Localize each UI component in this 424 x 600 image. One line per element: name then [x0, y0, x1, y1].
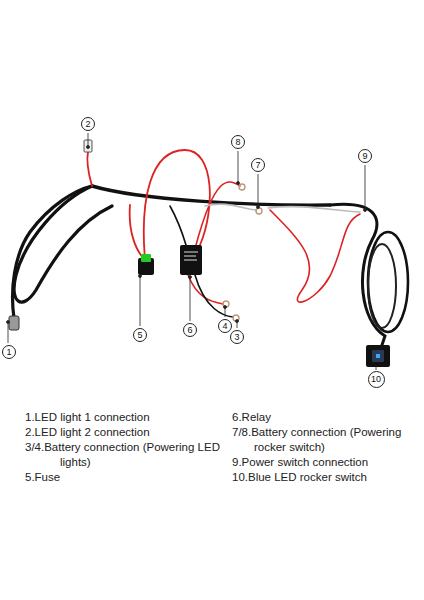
leader-line — [88, 133, 89, 147]
callout-text: 8 — [235, 138, 240, 147]
callout-number: 7 — [251, 158, 265, 172]
leader-line — [258, 174, 259, 207]
callout-text: 1 — [6, 348, 11, 357]
rocker-switch-face — [372, 350, 384, 362]
red-wire — [144, 150, 210, 260]
ring-terminal — [256, 208, 262, 214]
leader-line — [190, 277, 191, 321]
black-wire — [170, 206, 186, 245]
callout-number: 9 — [358, 149, 372, 163]
callout-text: 6 — [187, 326, 192, 335]
legend-item-text: 6.Relay — [232, 410, 412, 425]
harness-cable — [14, 186, 112, 302]
leader-line — [140, 276, 141, 326]
cable-coil — [368, 232, 408, 332]
red-wire — [196, 182, 240, 245]
leader-dot — [189, 276, 192, 279]
leader-dot — [237, 182, 240, 185]
relay-marking — [184, 252, 198, 253]
callout-text: 2 — [85, 120, 90, 129]
leader-dot — [139, 275, 142, 278]
leader-dot — [257, 206, 260, 209]
legend-item-text: 2.LED light 2 connection — [25, 425, 215, 440]
red-wire — [87, 152, 92, 186]
leader-dot — [364, 209, 367, 212]
fuse — [141, 254, 151, 262]
black-wire — [195, 275, 233, 317]
led-connector — [9, 316, 19, 330]
ring-terminal — [239, 184, 245, 190]
white-wire — [205, 204, 256, 210]
leader-line — [376, 366, 377, 370]
leader-dot — [87, 146, 90, 149]
callout-text: 9 — [362, 152, 367, 161]
cable-coil — [368, 244, 396, 328]
relay-marking — [184, 256, 196, 257]
legend-item-text: 10.Blue LED rocker switch — [232, 470, 412, 485]
legend-item-text: 5.Fuse — [25, 470, 215, 485]
callout-text: 10 — [371, 375, 381, 384]
leader-line — [8, 322, 9, 343]
callout-number: 6 — [183, 323, 197, 337]
callout-text: 7 — [255, 161, 260, 170]
blue-led — [376, 354, 380, 358]
callout-number: 4 — [218, 319, 232, 333]
callout-text: 4 — [222, 322, 227, 331]
legend-item-text: 1.LED light 1 connection — [25, 410, 215, 425]
callout-number: 3 — [230, 330, 244, 344]
leader-dot — [7, 321, 10, 324]
callout-number: 8 — [231, 135, 245, 149]
white-wire — [268, 207, 360, 212]
red-wire — [270, 210, 360, 302]
callout-number: 2 — [81, 117, 95, 131]
callout-number: 5 — [133, 328, 147, 342]
legend-item-text: 7/8.Battery connection (Powering rocker … — [232, 425, 419, 455]
leader-dot — [224, 306, 227, 309]
rocker-switch — [366, 345, 390, 367]
leader-line — [365, 165, 366, 210]
leader-line — [238, 151, 239, 183]
relay — [180, 245, 202, 275]
callout-text: 5 — [137, 331, 142, 340]
red-wire — [130, 205, 145, 260]
legend-item-text: 3/4.Battery connection (Powering LED lig… — [25, 440, 225, 470]
callout-text: 3 — [234, 333, 239, 342]
leader-dot — [236, 320, 239, 323]
relay-marking — [184, 260, 197, 261]
legend-item-text: 9.Power switch connection — [232, 455, 412, 470]
callout-number: 1 — [2, 345, 16, 359]
callout-number: 10 — [368, 371, 385, 388]
